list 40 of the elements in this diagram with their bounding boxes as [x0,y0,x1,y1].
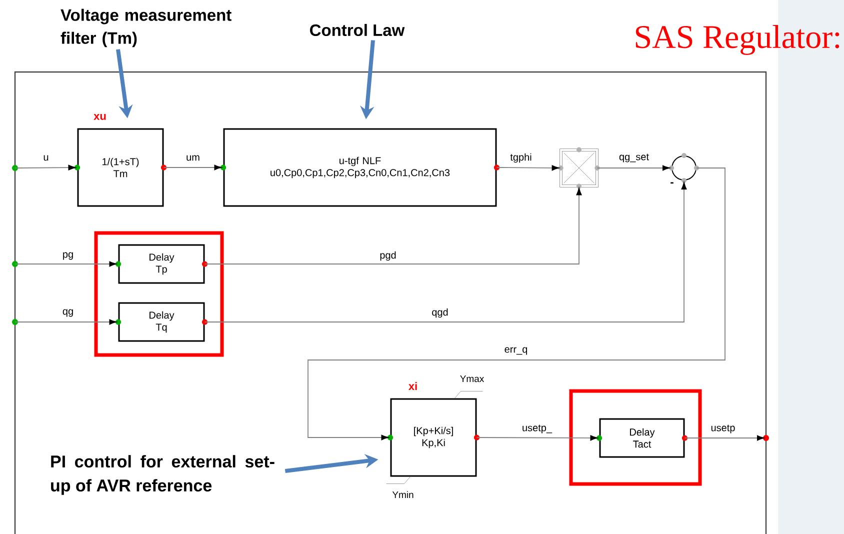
multiplier-block [558,147,600,189]
highlight-frame [94,231,224,357]
transfer-block: Delay Tp [115,244,208,284]
signal-line [14,261,117,267]
transfer-block: u-tgf NLF u0,Cp0,Cp1,Cp2,Cp3,Cn0,Cn1,Cn2,Cn3 [220,128,500,207]
transfer-block: [Kp+Ki/s] Kp,Ki [387,398,480,477]
signal-line [496,165,560,171]
limit-label: Ymax [454,375,484,398]
signal-label: usetp [710,424,736,434]
callout-text: PI control for external set-up of AVR reference [51,455,274,495]
signal-line [14,164,76,170]
signal-label: qg_set [618,152,650,164]
signal-line [163,164,222,170]
signal-line [14,319,117,325]
transfer-block: 1/(1+sT) Tm [74,128,167,207]
title: SAS Regulator: [636,24,840,55]
signal-label: usetp_ [521,424,554,434]
signal-line [476,435,598,441]
signal-label: qg [61,308,75,318]
callout-text: Voltage measurement filter (Tm) [60,8,232,48]
highlight-frame [569,389,702,486]
block-tag: xu [94,114,106,120]
sign-label: - [670,182,674,184]
signal-line [308,168,726,440]
signal-label: um [185,154,201,162]
block-tag: xi [408,382,417,390]
signal-label: u [42,154,50,162]
signal-line [204,182,687,322]
callout-text: Control Law [310,24,405,36]
signal-line [596,165,670,171]
transfer-block: Delay Tact [596,418,688,458]
signal-label: tgphi [509,152,533,164]
signal-line [204,188,582,264]
signal-label: pgd [378,250,398,262]
transfer-block: Delay Tq [115,302,208,342]
signal-label: qgd [430,307,450,319]
signal-line [684,435,764,441]
signal-label: err_q [503,346,529,356]
signal-label: pg [61,251,75,261]
limit-label: Ymin [386,476,414,498]
